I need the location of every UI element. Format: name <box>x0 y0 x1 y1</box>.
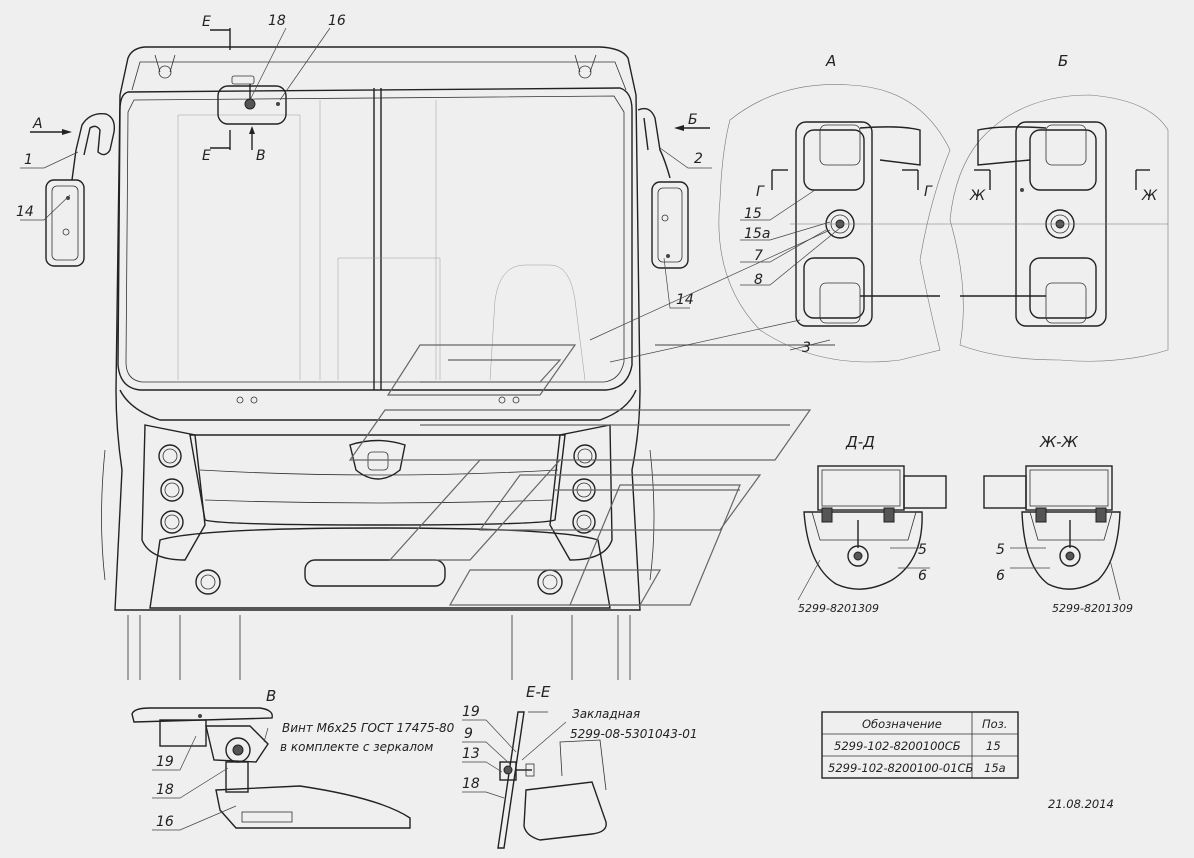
detail-a-title: А <box>825 52 836 70</box>
section-dd-pos-5: 5 <box>918 542 927 558</box>
interior-mirror <box>217 75 287 125</box>
section-zhzh-pos-6: 6 <box>996 568 1005 584</box>
view-v-pos-16: 16 <box>156 814 174 830</box>
detail-a-g-left: Г <box>756 184 765 200</box>
section-ee-title: Е-Е <box>526 683 551 701</box>
spec-row-1-designation: 5299-102-8200100СБ <box>834 739 961 753</box>
left-mirror <box>45 113 116 267</box>
detail-a-pos-8: 8 <box>754 272 763 288</box>
view-v-note-2: в комплекте с зеркалом <box>280 740 433 754</box>
section-dd-title: Д-Д <box>845 433 875 451</box>
label-e-bottom: Е <box>202 148 211 164</box>
detail-b-zh-left: Ж <box>969 188 986 204</box>
main-view-labels: Е Е А Б В 18 16 1 2 14 14 <box>16 13 703 308</box>
section-ee-pos-13: 13 <box>462 746 480 762</box>
section-ee-pos-19: 19 <box>462 704 480 720</box>
label-b-arrow: Б <box>688 112 698 128</box>
view-v-pos-19: 19 <box>156 754 174 770</box>
detail-a-pos-7: 7 <box>754 248 763 264</box>
detail-a-g-right: Г <box>924 184 933 200</box>
spec-row-2-pos: 15а <box>984 761 1006 775</box>
view-v: В Винт М6х25 ГОСТ 17475-80 в комплекте с… <box>131 687 455 831</box>
label-v-arrow: В <box>256 148 266 164</box>
spec-header-pos: Поз. <box>982 717 1007 731</box>
pos-1: 1 <box>24 152 33 168</box>
section-dd-part: 5299-8201309 <box>798 602 879 615</box>
section-marks <box>30 28 710 150</box>
section-ee-note-1: Закладная <box>572 707 640 721</box>
section-ee-note-2: 5299-08-5301043-01 <box>570 727 698 741</box>
callout-leaders <box>20 27 712 309</box>
drawing-date: 21.08.2014 <box>1048 797 1114 811</box>
section-ee-pos-18: 18 <box>462 776 480 792</box>
section-zhzh-part: 5299-8201309 <box>1052 602 1133 615</box>
spec-table: Обозначение Поз. 5299-102-8200100СБ 15 5… <box>821 711 1019 779</box>
section-dd-pos-6: 6 <box>918 568 927 584</box>
pos-16: 16 <box>328 13 346 29</box>
detail-b: Б Ж Ж <box>949 52 1169 362</box>
section-dd: Д-Д 5 6 5299-8201309 <box>797 433 947 615</box>
right-mirror <box>637 107 689 269</box>
section-zhzh-title: Ж-Ж <box>1039 433 1079 451</box>
spec-row-1-pos: 15 <box>986 739 1001 753</box>
section-zhzh-pos-5: 5 <box>996 542 1005 558</box>
detail-a-pos-15a: 15а <box>744 226 770 242</box>
section-zhzh: Ж-Ж 5 6 5299-8201309 <box>983 433 1133 615</box>
detail-b-zh-right: Ж <box>1141 188 1158 204</box>
label-e-top: Е <box>202 14 211 30</box>
label-a-arrow: А <box>32 116 43 132</box>
watermark-logo <box>348 344 835 606</box>
bus-front-view <box>101 46 655 680</box>
view-v-note-1: Винт М6х25 ГОСТ 17475-80 <box>282 721 455 735</box>
section-ee: Е-Е Закладная 5299-08-5301043-01 19 9 13… <box>462 683 698 849</box>
view-v-pos-18: 18 <box>156 782 174 798</box>
view-v-title: В <box>266 687 276 705</box>
detail-a-pos-15: 15 <box>744 206 762 222</box>
pos-3: 3 <box>802 340 811 356</box>
spec-row-2-designation: 5299-102-8200100-01СБ <box>828 761 974 775</box>
pos-14-right: 14 <box>676 292 694 308</box>
detail-b-title: Б <box>1058 52 1068 70</box>
pos-2: 2 <box>694 151 703 167</box>
section-ee-pos-9: 9 <box>464 726 473 742</box>
detail-a: А Г Г 15 15а 7 8 3 <box>589 52 960 363</box>
pos-18: 18 <box>268 13 286 29</box>
spec-header-designation: Обозначение <box>862 717 942 731</box>
pos-14-left: 14 <box>16 204 34 220</box>
